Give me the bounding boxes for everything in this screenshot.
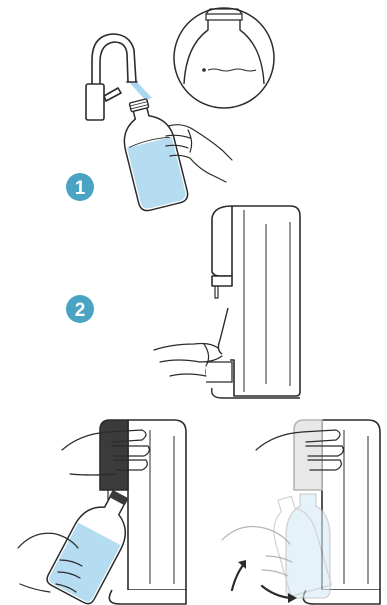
hand-ghost-lower: [222, 527, 292, 577]
water-stream: [130, 83, 152, 100]
step-2-illustration: 2: [66, 206, 300, 398]
step-2-number: 2: [75, 300, 86, 321]
step-3a-illustration: [18, 420, 186, 605]
curved-arrow-up-icon: [232, 560, 246, 590]
bottle-insert: [206, 362, 232, 382]
step-1-badge: 1: [66, 173, 94, 201]
magnifier-fill-line-icon: [174, 8, 274, 108]
step-1-number: 1: [75, 178, 86, 199]
step-3b-illustration: [222, 420, 380, 604]
step-2-badge: 2: [66, 295, 94, 323]
faucet-icon: [86, 34, 137, 120]
bottle-filling: [115, 95, 190, 213]
step-1-illustration: 1: [66, 8, 274, 213]
